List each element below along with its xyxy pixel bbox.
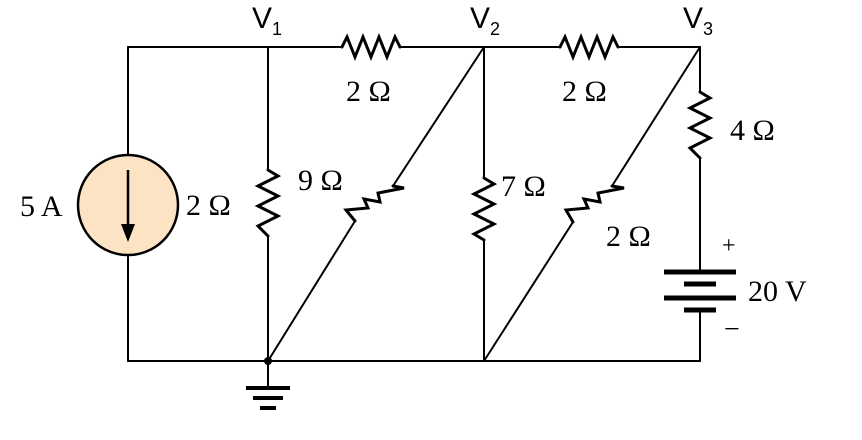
wires bbox=[127, 46, 701, 389]
resistor-top-v1-v2 bbox=[340, 32, 402, 62]
ground-symbol bbox=[246, 386, 290, 410]
resistor-top-v1-v2-label: 2 Ω bbox=[346, 75, 391, 108]
node-label-v3: V3 bbox=[683, 2, 713, 39]
resistor-vertical-7ohm bbox=[470, 176, 498, 242]
resistor-vertical-7ohm-label: 7 Ω bbox=[501, 170, 546, 203]
current-source bbox=[76, 153, 180, 257]
node-label-v2: V2 bbox=[470, 2, 500, 39]
resistor-diagonal-9ohm bbox=[343, 184, 405, 223]
resistor-right-4ohm-label: 4 Ω bbox=[730, 114, 775, 147]
resistor-top-v2-v3 bbox=[558, 32, 620, 62]
node-label-v1: V1 bbox=[252, 2, 282, 39]
resistor-left-2ohm-label: 2 Ω bbox=[186, 189, 231, 222]
current-source-label: 5 A bbox=[20, 190, 63, 223]
battery-20v bbox=[664, 269, 736, 313]
resistor-diagonal-2ohm-label: 2 Ω bbox=[606, 220, 651, 253]
resistor-top-v2-v3-label: 2 Ω bbox=[562, 75, 607, 108]
resistor-diagonal-2ohm bbox=[563, 184, 625, 224]
resistor-diagonal-9ohm-label: 9 Ω bbox=[298, 164, 343, 197]
battery-plus-sign: + bbox=[722, 233, 736, 259]
resistor-right-4ohm bbox=[686, 90, 714, 160]
battery-voltage-label: 20 V bbox=[748, 275, 807, 308]
battery-minus-sign: − bbox=[724, 314, 740, 345]
ground-junction-dot bbox=[264, 357, 272, 365]
resistor-left-2ohm bbox=[254, 168, 282, 238]
